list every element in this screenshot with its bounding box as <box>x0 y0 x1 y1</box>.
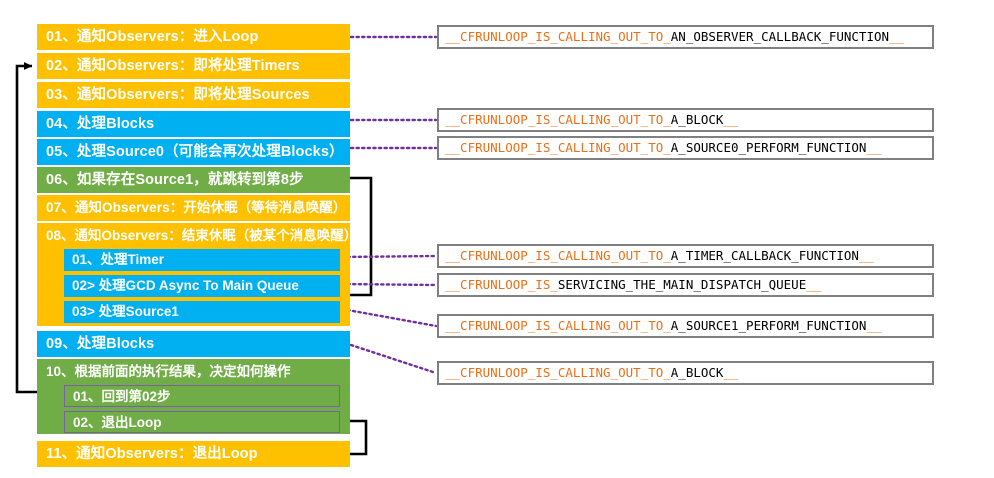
callout-prefix: __CFRUNLOOP_IS_CALLING_OUT_TO_ <box>445 112 671 127</box>
substep-10-01[interactable]: 01、回到第02步 <box>64 385 340 407</box>
callout-post: __ <box>889 29 905 44</box>
dotted-timer <box>340 254 438 259</box>
callout-prefix: __CFRUNLOOP_IS_CALLING_OUT_TO_ <box>445 365 671 380</box>
substep-10-02[interactable]: 02、退出Loop <box>64 411 340 433</box>
callout-block-1[interactable]: __CFRUNLOOP_IS_CALLING_OUT_TO_A_BLOCK__ <box>437 108 934 132</box>
callout-mid: A_SOURCE1_PERFORM_FUNCTION <box>670 318 867 333</box>
callout-prefix: __CFRUNLOOP_IS_CALLING_OUT_TO_ <box>445 29 671 44</box>
step-02[interactable]: 02、通知Observers：即将处理Timers <box>37 53 350 79</box>
substep-08-02[interactable]: 02> 处理GCD Async To Main Queue <box>64 275 340 297</box>
callout-source0-perform[interactable]: __CFRUNLOOP_IS_CALLING_OUT_TO_A_SOURCE0_… <box>437 136 934 160</box>
dotted-block-2 <box>349 343 438 375</box>
callout-prefix: __CFRUNLOOP_IS_CALLING_OUT_TO_ <box>445 318 671 333</box>
callout-prefix: __CFRUNLOOP_IS_ <box>445 277 558 292</box>
callout-mid: A_BLOCK <box>670 365 724 380</box>
callout-timer-callback[interactable]: __CFRUNLOOP_IS_CALLING_OUT_TO_A_TIMER_CA… <box>437 244 934 268</box>
callout-block-2[interactable]: __CFRUNLOOP_IS_CALLING_OUT_TO_A_BLOCK__ <box>437 361 934 385</box>
step-04[interactable]: 04、处理Blocks <box>37 111 350 137</box>
callout-observer-callback[interactable]: __CFRUNLOOP_IS_CALLING_OUT_TO_AN_OBSERVE… <box>437 25 934 49</box>
dotted-dispatch <box>340 282 438 287</box>
step-11[interactable]: 11、通知Observers：退出Loop <box>37 441 350 467</box>
step-09[interactable]: 09、处理Blocks <box>37 331 350 357</box>
callout-prefix: __CFRUNLOOP_IS_CALLING_OUT_TO_ <box>445 248 671 263</box>
callout-post: __ <box>723 365 739 380</box>
callout-post: __ <box>723 112 739 127</box>
step-01[interactable]: 01、通知Observers：进入Loop <box>37 24 350 50</box>
callout-mid: SERVICING_THE_MAIN_DISPATCH_QUEUE <box>557 277 807 292</box>
callout-post: __ <box>866 318 882 333</box>
step-05[interactable]: 05、处理Source0（可能会再次处理Blocks） <box>37 139 350 165</box>
callout-prefix: __CFRUNLOOP_IS_CALLING_OUT_TO_ <box>445 140 671 155</box>
callout-post: __ <box>806 277 822 292</box>
step-08-label: 08、通知Observers：结束休眠（被某个消息唤醒） <box>46 228 358 243</box>
callout-mid: A_TIMER_CALLBACK_FUNCTION <box>670 248 859 263</box>
step-06[interactable]: 06、如果存在Source1，就跳转到第8步 <box>37 167 350 193</box>
step-03[interactable]: 03、通知Observers：即将处理Sources <box>37 82 350 108</box>
callout-post: __ <box>866 140 882 155</box>
dotted-source1 <box>340 307 438 328</box>
step-10-label: 10、根据前面的执行结果，决定如何操作 <box>46 364 291 379</box>
substep-08-01[interactable]: 01、处理Timer <box>64 249 340 271</box>
callout-post: __ <box>858 248 874 263</box>
wire-dotted-connectors <box>340 35 438 375</box>
substep-08-03[interactable]: 03> 处理Source1 <box>64 301 340 323</box>
callout-main-dispatch-queue[interactable]: __CFRUNLOOP_IS_SERVICING_THE_MAIN_DISPAT… <box>437 273 934 297</box>
callout-mid: A_BLOCK <box>670 112 724 127</box>
callout-mid: A_SOURCE0_PERFORM_FUNCTION <box>670 140 867 155</box>
callout-mid: AN_OBSERVER_CALLBACK_FUNCTION <box>670 29 890 44</box>
step-07[interactable]: 07、通知Observers：开始休眠（等待消息唤醒） <box>37 195 350 221</box>
callout-source1-perform[interactable]: __CFRUNLOOP_IS_CALLING_OUT_TO_A_SOURCE1_… <box>437 314 934 338</box>
